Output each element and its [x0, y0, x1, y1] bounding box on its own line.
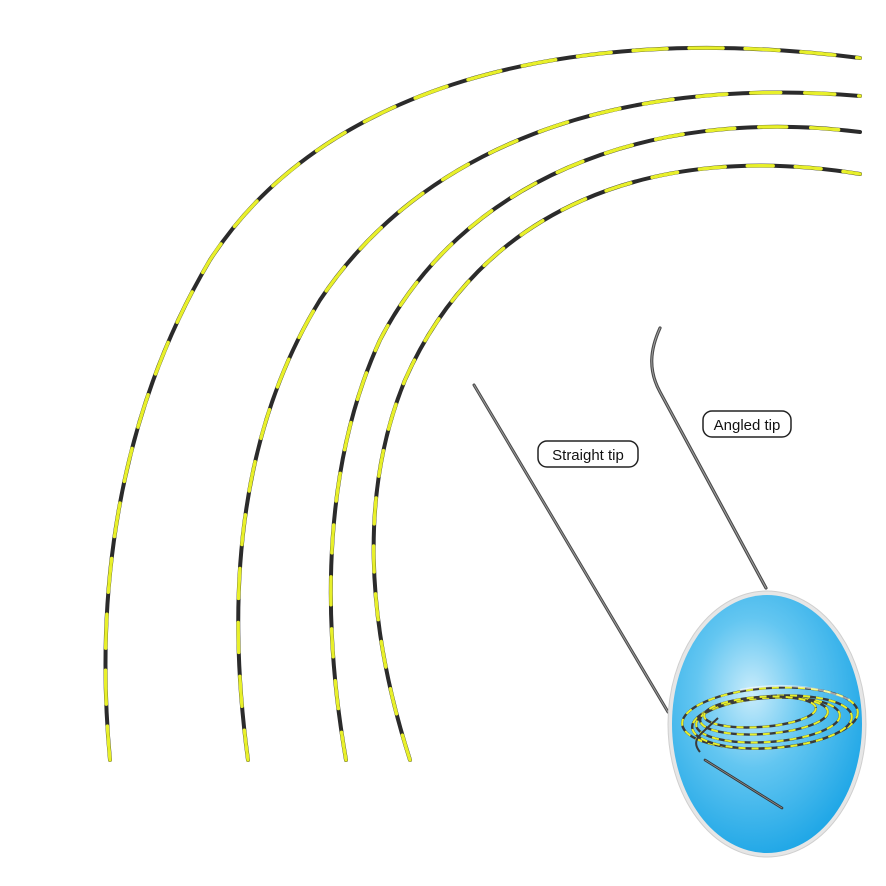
guidewire-arc-3	[328, 124, 862, 762]
guidewire-coil-inset	[667, 590, 867, 858]
angled-tip-label-text: Angled tip	[714, 417, 781, 434]
straight-tip-label: Straight tip	[537, 440, 639, 468]
angled-tip-label: Angled tip	[702, 410, 792, 438]
angled-tip-wire-icon	[650, 326, 768, 590]
straight-tip-wire-icon	[472, 383, 670, 714]
guidewire-arc-2	[236, 90, 862, 762]
straight-tip-label-text: Straight tip	[552, 447, 624, 464]
guidewire-arc-1	[103, 45, 862, 762]
guidewire-arc-4	[371, 163, 862, 762]
guidewire-coil-icon	[680, 684, 860, 810]
guidewire-arcs	[103, 45, 862, 762]
